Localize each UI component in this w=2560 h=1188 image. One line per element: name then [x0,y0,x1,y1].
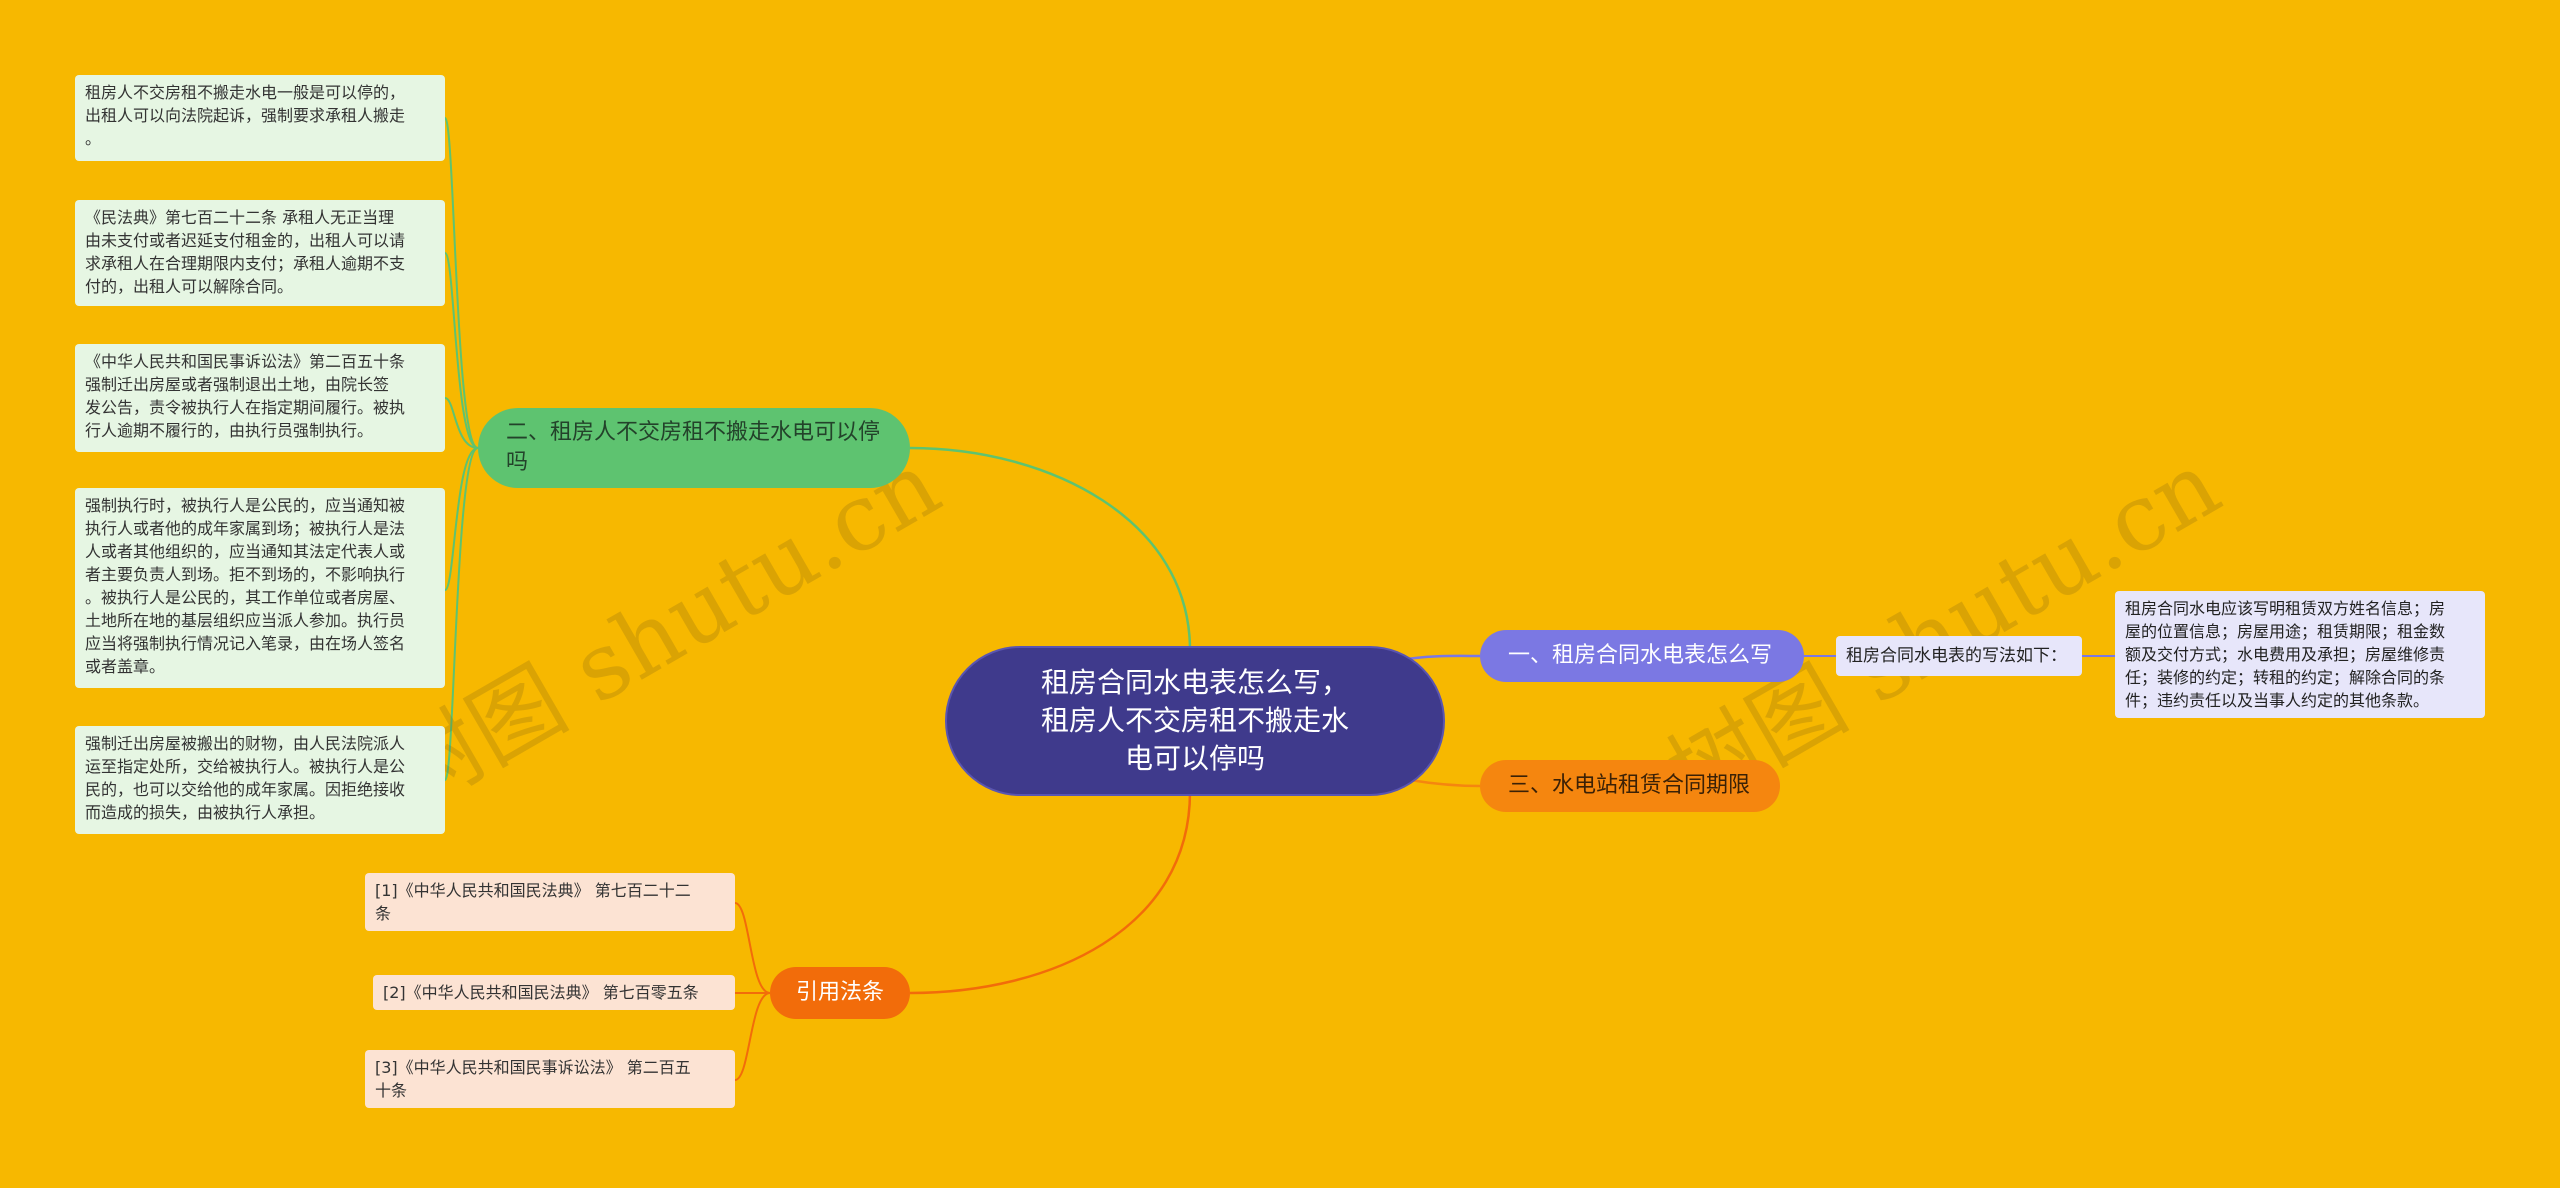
branch-topic-2-label: 二、租房人不交房租不搬走水电可以停吗 [506,420,881,475]
detail-topic-1[interactable]: 租房合同水电应该写明租赁双方姓名信息；房 屋的位置信息；房屋用途；租赁期限；租金… [2115,591,2485,718]
root-topic[interactable]: 租房合同水电表怎么写， 租房人不交房租不搬走水 电可以停吗 [945,646,1445,796]
link-center-branch4 [909,791,1192,995]
link-branch4-leaf-1 [734,902,771,994]
leaf-topic-2-1[interactable]: 租房人不交房租不搬走水电一般是可以停的， 出租人可以向法院起诉，强制要求承租人搬… [75,75,445,161]
branch-topic-3-label: 三、水电站租赁合同期限 [1508,773,1751,798]
leaf-topic-2-2[interactable]: 《民法典》第七百二十二条 承租人无正当理 由未支付或者迟延支付租金的，出租人可以… [75,200,445,306]
leaf-topic-2-3[interactable]: 《中华人民共和国民事诉讼法》第二百五十条 强制迁出房屋或者强制退出土地，由院长签… [75,344,445,452]
root-topic-text: 租房合同水电表怎么写， 租房人不交房租不搬走水 电可以停吗 [1040,666,1349,775]
link-branch4-leaf-3 [734,992,771,1081]
link-center-branch3 [1409,778,1481,788]
link-branch2-leaf-5 [444,447,479,781]
leaf-topic-4-3[interactable]: [3]《中华人民共和国民事诉讼法》 第二百五 十条 [365,1050,735,1108]
branch-topic-4-label: 引用法条 [795,980,884,1005]
branch-topic-2[interactable]: 二、租房人不交房租不搬走水电可以停吗 [478,408,910,488]
leaf-topic-2-4[interactable]: 强制执行时，被执行人是公民的，应当通知被 执行人或者他的成年家属到场；被执行人是… [75,488,445,688]
branch-topic-4[interactable]: 引用法条 [770,967,910,1019]
link-branch2-leaf-1 [444,117,479,449]
sub-topic-1-label: 租房合同水电表的写法如下： [1846,646,2067,666]
sub-topic-1[interactable]: 租房合同水电表的写法如下： [1836,636,2082,676]
branch-topic-1-label: 一、租房合同水电表怎么写 [1508,643,1773,668]
link-branch2-leaf-4 [444,447,479,591]
branch-topic-3[interactable]: 三、水电站租赁合同期限 [1480,760,1780,812]
leaf-topic-4-2[interactable]: [2]《中华人民共和国民法典》 第七百零五条 [373,975,735,1010]
link-branch2-leaf-2 [444,252,479,449]
link-branch2-leaf-3 [444,397,479,449]
link-center-branch2 [909,446,1192,651]
leaf-topic-2-5[interactable]: 强制迁出房屋被搬出的财物，由人民法院派人 运至指定处所，交给被执行人。被执行人是… [75,726,445,834]
branch-topic-1[interactable]: 一、租房合同水电表怎么写 [1480,630,1804,682]
leaf-topic-4-1[interactable]: [1]《中华人民共和国民法典》 第七百二十二 条 [365,873,735,931]
